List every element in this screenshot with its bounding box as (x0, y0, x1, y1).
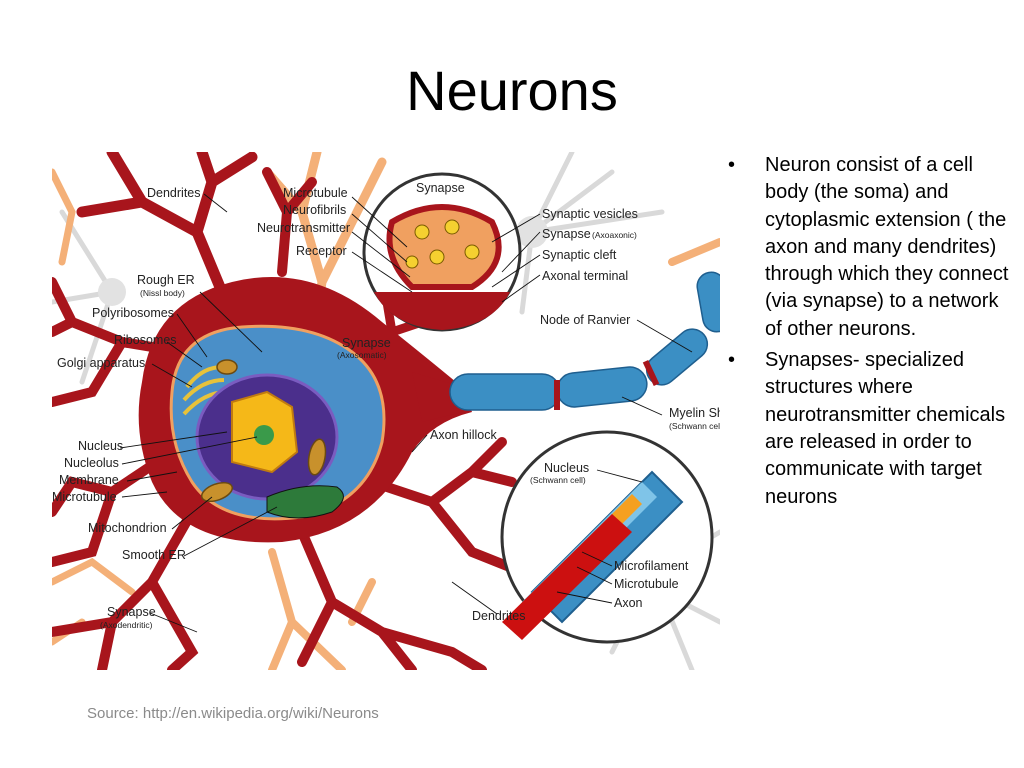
label-neurotransmitter: Neurotransmitter (257, 221, 350, 235)
source-citation: Source: http://en.wikipedia.org/wiki/Neu… (87, 705, 379, 722)
slide-title: Neurons (406, 59, 618, 122)
myelin-inset (500, 430, 714, 644)
label-nucleus-schwann: Nucleus (544, 461, 589, 475)
label-synapse-axosomatic: Synapse (342, 336, 391, 350)
label-microtubule-left: Microtubule (52, 490, 117, 504)
label-microtubule-inset: Microtubule (614, 577, 679, 591)
label-membrane: Membrane (59, 473, 119, 487)
main-dendrites (52, 152, 527, 670)
axon-hillock (412, 372, 462, 422)
label-schwann-cell-nucleus: (Schwann cell) (530, 475, 586, 485)
neuron-diagram: Dendrites Rough ER (Nissl body) Polyribo… (52, 152, 720, 670)
label-nucleolus: Nucleolus (64, 456, 119, 470)
label-microfilament: Microfilament (614, 559, 689, 573)
label-synaptic-cleft: Synaptic cleft (542, 248, 617, 262)
bullet-list: • Neuron consist of a cell body (the soma… (728, 152, 1018, 515)
bullet-text: Synapses- specialized structures where n… (765, 349, 1006, 508)
label-myelin-sheath: Myelin Sheath (669, 406, 720, 420)
nodes-of-ranvier (554, 359, 660, 410)
leader-lines (119, 193, 693, 633)
bullet-text: Neuron consist of a cell body (the soma)… (765, 154, 1009, 340)
label-dendrites-bottom: Dendrites (472, 609, 526, 623)
label-axosomatic: (Axosomatic) (337, 350, 387, 360)
label-synaptic-vesicles: Synaptic vesicles (542, 207, 638, 221)
label-dendrites-top: Dendrites (147, 186, 201, 200)
smooth-er (266, 485, 344, 519)
label-mitochondrion: Mitochondrion (88, 521, 167, 535)
nucleolus (254, 425, 274, 445)
label-golgi-apparatus: Golgi apparatus (57, 356, 145, 370)
label-axon: Axon (614, 596, 643, 610)
label-smooth-er: Smooth ER (122, 548, 186, 562)
label-axoaxonic: (Axoaxonic) (592, 230, 637, 240)
synapse-inset (362, 172, 522, 332)
bullet-glyph: • (728, 154, 736, 176)
label-synapse-inset: Synapse (416, 181, 465, 195)
label-synapse-axodendritic: Synapse (107, 605, 156, 619)
label-schwann-cell-myelin: (Schwann cell) (669, 421, 720, 431)
mitochondria (200, 359, 327, 503)
label-axodendritic: (Axodendritic) (100, 620, 153, 630)
label-node-of-ranvier: Node of Ranvier (540, 313, 630, 327)
label-axon-hillock: Axon hillock (430, 428, 497, 442)
label-receptor: Receptor (296, 244, 347, 258)
bullet-item: • Synapses- specialized structures where … (728, 347, 1018, 511)
label-nucleus: Nucleus (78, 439, 123, 453)
label-neurofibrils: Neurofibrils (283, 203, 346, 217)
myelinated-axon (449, 271, 720, 411)
label-polyribosomes: Polyribosomes (92, 306, 174, 320)
label-nissl-body: (Nissl body) (140, 288, 185, 298)
label-axonal-terminal: Axonal terminal (542, 269, 628, 283)
label-microtubule-top: Microtubule (283, 186, 348, 200)
label-rough-er: Rough ER (137, 273, 195, 287)
bullet-item: • Neuron consist of a cell body (the soma… (728, 152, 1018, 343)
label-ribosomes: Ribosomes (114, 333, 177, 347)
bullet-glyph: • (728, 349, 736, 372)
label-synapse-axoaxonic: Synapse (542, 227, 591, 241)
